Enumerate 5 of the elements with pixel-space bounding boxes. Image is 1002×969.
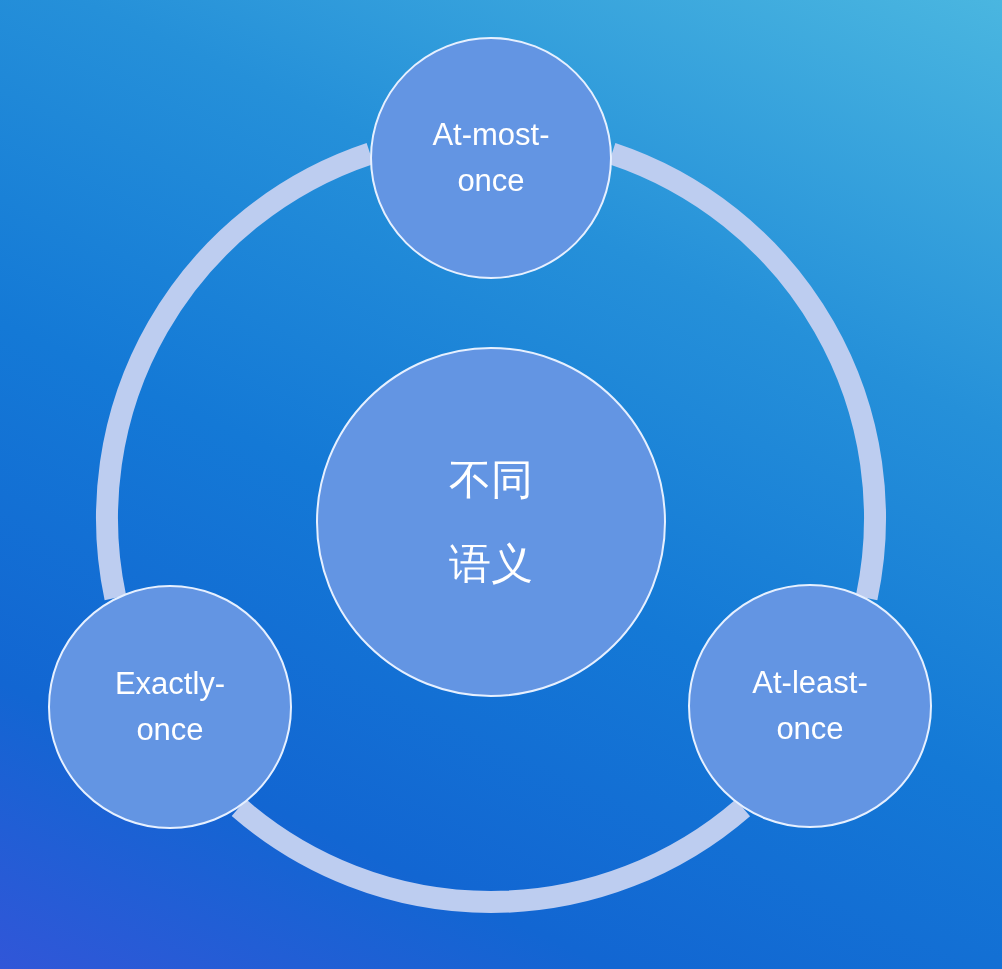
node-label: At-most-once	[431, 116, 551, 200]
node-label: At-least-once	[751, 664, 869, 748]
node-label: Exactly-once	[113, 665, 227, 749]
ring-arc	[232, 798, 750, 913]
node-label: 不同语义	[448, 455, 534, 589]
